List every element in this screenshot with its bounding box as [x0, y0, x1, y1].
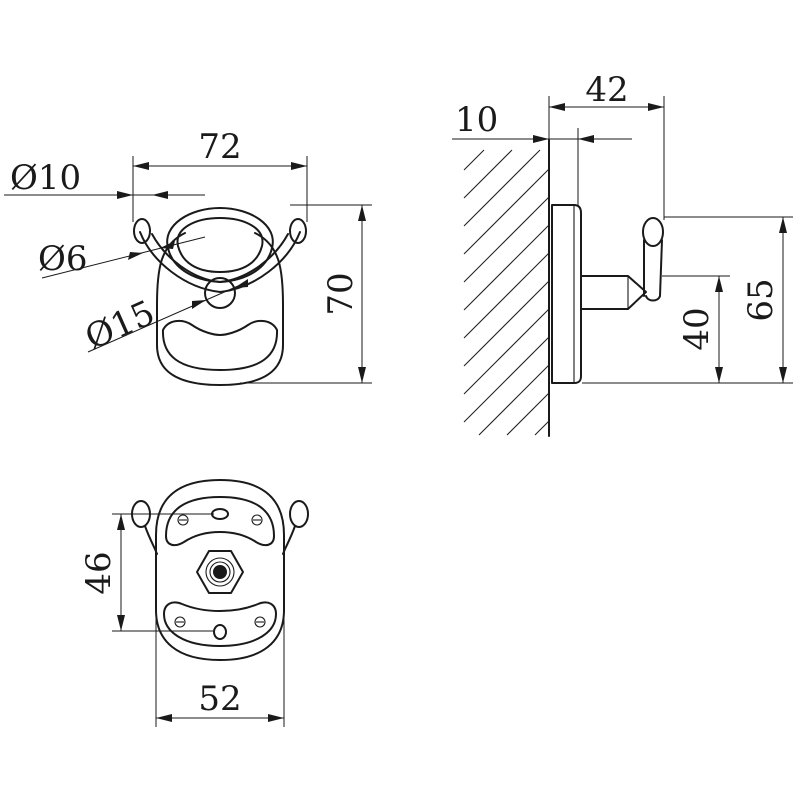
dim-front-height: 70 [321, 272, 361, 315]
front-right-knob [289, 218, 307, 244]
back-upper-keyhole [211, 508, 229, 520]
back-lower-keyhole [213, 624, 227, 640]
back-nut-washer [205, 557, 235, 587]
side-arm [580, 275, 647, 310]
back-dimensions: 46 52 [79, 513, 285, 727]
wall-hatch [463, 149, 550, 436]
back-upper-cutout [165, 496, 275, 547]
side-hook-knob [642, 217, 664, 247]
back-hex-nut [196, 550, 244, 594]
back-plate-outline [155, 479, 285, 661]
dim-total-height: 65 [741, 278, 781, 321]
dim-wall-gap: 10 [455, 100, 498, 140]
front-hook-ring [166, 207, 274, 283]
front-plate-outline [156, 232, 284, 386]
front-left-knob [133, 218, 151, 244]
back-nut-bolt [213, 565, 227, 579]
front-base-circle [204, 277, 236, 309]
front-hook-u-outer [139, 231, 301, 293]
dim-arm-height: 40 [677, 307, 717, 350]
back-screws [174, 514, 266, 628]
dim-plate-width: 52 [198, 679, 241, 719]
front-view [133, 207, 307, 386]
dim-rod-diameter: Ø6 [38, 239, 88, 279]
dim-knob-diameter: Ø10 [10, 158, 81, 198]
dim-hole-spacing: 46 [79, 551, 119, 594]
side-hook-upright [643, 239, 663, 302]
back-right-knob [289, 500, 309, 528]
back-lower-cutout [163, 601, 277, 647]
front-hook-ring-inner [176, 217, 264, 273]
side-dimensions: 42 10 65 40 [452, 70, 793, 384]
side-wall-plate [551, 204, 582, 384]
front-lower-cutout [161, 319, 279, 371]
dim-projection: 42 [585, 70, 628, 110]
dim-front-width: 72 [198, 127, 241, 167]
front-dimensions: 72 70 Ø10 Ø6 Ø15 [4, 127, 372, 384]
dim-base-diameter: Ø15 [79, 293, 160, 358]
back-view [131, 479, 309, 661]
side-view [463, 139, 664, 437]
